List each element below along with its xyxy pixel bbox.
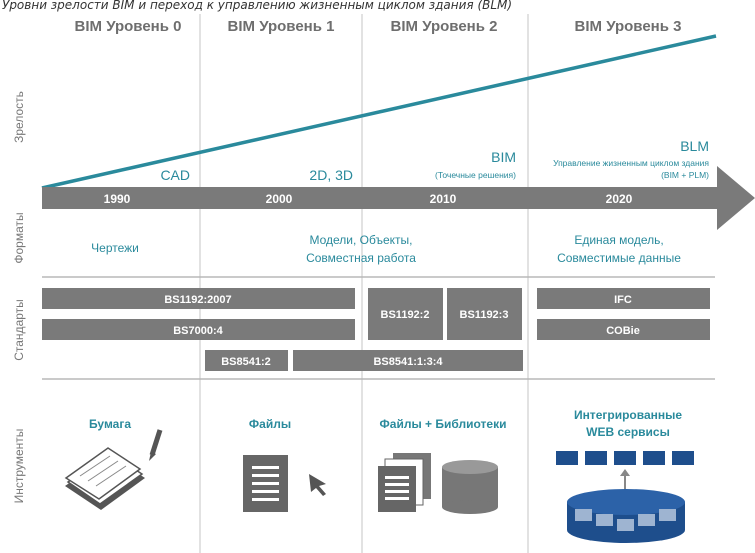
format-12-line2: Совместная работа [306, 251, 416, 265]
standard-bs1192-2: BS1192:2 [368, 288, 443, 340]
standard-bs1192-3: BS1192:3 [447, 288, 522, 340]
standard-cobie: COBie [537, 319, 710, 340]
standard-bs1192-3-label: BS1192:3 [460, 309, 509, 321]
format-3-line1: Единая модель, [574, 233, 663, 247]
maturity-blm-sub1: Управление жизненным циклом здания [553, 158, 709, 168]
standard-bs1192-2-label: BS1192:2 [381, 309, 430, 321]
row-label-maturity: Зрелость [12, 91, 26, 143]
web-service-blocks-icon [556, 451, 694, 465]
tool-paper-label: Бумага [89, 417, 131, 431]
level-header-3: BIM Уровень 3 [575, 18, 682, 35]
level-header-2: BIM Уровень 2 [391, 18, 498, 35]
standard-bs1192-2007: BS1192:2007 [42, 288, 355, 309]
maturity-cad: CAD [160, 167, 190, 183]
standard-bs8541-2-label: BS8541:2 [221, 356, 271, 368]
cursor-icon [309, 474, 326, 496]
standard-bs1192-2007-label: BS1192:2007 [164, 294, 231, 306]
timeline-arrow [42, 166, 755, 230]
year-2010: 2010 [430, 192, 457, 206]
maturity-bim-sub: (Точечные решения) [435, 170, 516, 180]
maturity-blm: BLM [680, 138, 709, 154]
standard-bs7000: BS7000:4 [42, 319, 355, 340]
standard-bs7000-label: BS7000:4 [173, 325, 223, 337]
files-stack-icon [378, 453, 431, 512]
tool-files-label: Файлы [249, 417, 291, 431]
standard-ifc: IFC [537, 288, 710, 309]
paper-stack-icon [64, 429, 163, 510]
year-2020: 2020 [606, 192, 633, 206]
database-icon [442, 460, 498, 514]
row-label-formats: Форматы [12, 212, 26, 263]
web-database-icon [567, 489, 685, 543]
standard-bs8541-2: BS8541:2 [205, 350, 288, 371]
standard-bs8541-134-label: BS8541:1:3:4 [373, 356, 443, 368]
format-12-line1: Модели, Объекты, [309, 233, 412, 247]
row-label-standards: Стандарты [12, 299, 26, 361]
maturity-blm-sub2: (BIM + PLM) [661, 170, 709, 180]
level-header-1: BIM Уровень 1 [228, 18, 335, 35]
standard-ifc-label: IFC [614, 294, 632, 306]
maturity-2d3d: 2D, 3D [309, 167, 353, 183]
level-header-0: BIM Уровень 0 [75, 18, 182, 35]
maturity-bim: BIM [491, 149, 516, 165]
standard-bs8541-134: BS8541:1:3:4 [293, 350, 523, 371]
standard-cobie-label: COBie [606, 325, 640, 337]
format-3-line2: Совместимые данные [557, 251, 681, 265]
format-0: Чертежи [91, 241, 139, 255]
year-2000: 2000 [266, 192, 293, 206]
caption: Уровни зрелости BIM и переход к управлен… [2, 0, 513, 12]
file-icon [243, 455, 288, 512]
tool-web-label-line1: Интегрированные [574, 408, 682, 422]
tool-files-libs-label: Файлы + Библиотеки [380, 417, 507, 431]
row-label-tools: Инструменты [12, 429, 26, 504]
maturity-line [41, 34, 717, 190]
year-1990: 1990 [104, 192, 131, 206]
tool-web-label-line2: WEB сервисы [586, 425, 670, 439]
